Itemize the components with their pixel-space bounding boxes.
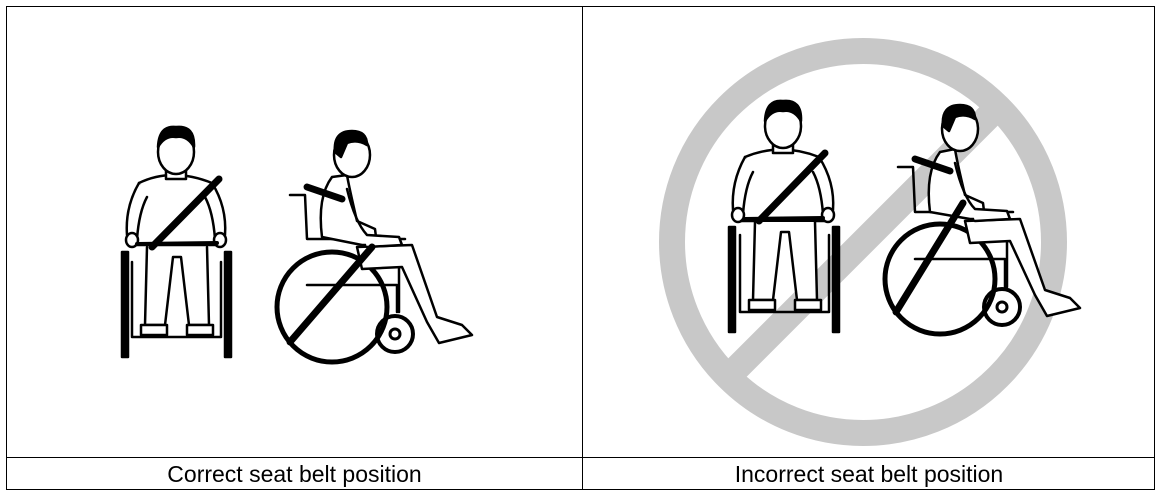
front-view-wheelchair-person-icon	[122, 127, 231, 357]
correct-position-cell	[7, 7, 582, 457]
illustration-table: Correct seat belt position Incorrect sea…	[6, 6, 1155, 490]
correct-caption: Correct seat belt position	[7, 458, 582, 491]
side-view-wheelchair-person-icon	[277, 131, 472, 362]
incorrect-position-cell	[583, 7, 1155, 457]
incorrect-caption: Incorrect seat belt position	[583, 458, 1155, 491]
